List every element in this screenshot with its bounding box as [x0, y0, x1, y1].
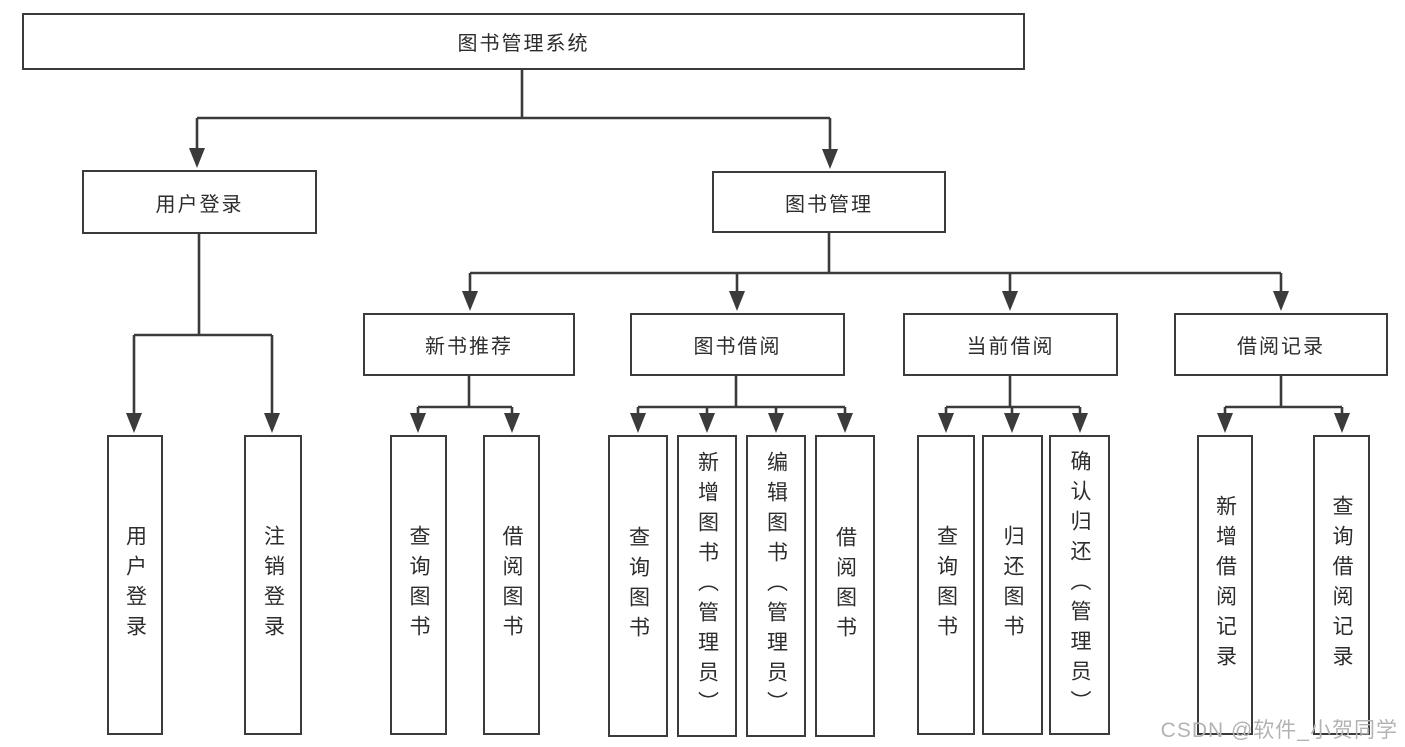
node-label: 图书管理 [785, 193, 873, 216]
node-library-management-system: 图书管理系统 [22, 13, 1025, 70]
node-label: 新增借阅记录 [1213, 495, 1237, 675]
node-label: 借阅图书 [500, 525, 523, 645]
node-label: 查询图书 [626, 526, 650, 646]
node-label: 借阅记录 [1237, 336, 1325, 358]
node-label: 确认归还（管理员） [1068, 450, 1091, 720]
node-user-login: 用户登录 [82, 170, 317, 234]
node-borrowing-records: 借阅记录 [1174, 313, 1388, 376]
node-label: 图书管理系统 [457, 33, 590, 55]
node-book-borrowing: 图书借阅 [630, 313, 845, 376]
node-current-borrowing: 当前借阅 [903, 313, 1118, 376]
csdn-watermark: CSDN @软件_小贺同学 [1160, 719, 1398, 742]
leaf-borrow-borrow-book: 借阅图书 [815, 435, 875, 737]
node-label: 查询借阅记录 [1330, 495, 1353, 675]
node-label: 用户登录 [123, 525, 147, 645]
node-label: 新增图书（管理员） [695, 451, 719, 721]
node-label: 借阅图书 [833, 526, 857, 646]
leaf-logout: 注销登录 [244, 435, 302, 735]
node-label: 新书推荐 [425, 336, 513, 358]
node-label: 注销登录 [261, 525, 285, 645]
leaf-borrow-edit-book-admin: 编辑图书（管理员） [746, 435, 806, 737]
leaf-record-add-borrow-record: 新增借阅记录 [1197, 435, 1253, 735]
node-book-management: 图书管理 [712, 171, 946, 233]
leaf-borrow-add-book-admin: 新增图书（管理员） [677, 435, 737, 737]
node-label: 编辑图书（管理员） [764, 451, 788, 721]
node-label: 当前借阅 [966, 336, 1055, 358]
leaf-newbook-borrow-book: 借阅图书 [483, 435, 540, 735]
node-label: 查询图书 [934, 525, 958, 645]
node-new-book-recommend: 新书推荐 [363, 313, 575, 376]
node-label: 图书借阅 [693, 336, 782, 358]
leaf-user-login: 用户登录 [107, 435, 163, 735]
leaf-newbook-query-book: 查询图书 [390, 435, 447, 735]
node-label: 查询图书 [407, 525, 430, 645]
node-label: 用户登录 [155, 193, 244, 216]
leaf-borrow-query-book: 查询图书 [608, 435, 668, 737]
leaf-current-query-book: 查询图书 [917, 435, 975, 735]
leaf-current-confirm-return-admin: 确认归还（管理员） [1049, 435, 1110, 735]
node-label: 归还图书 [1001, 525, 1024, 645]
leaf-record-query-borrow-record: 查询借阅记录 [1313, 435, 1370, 735]
leaf-current-return-book: 归还图书 [982, 435, 1043, 735]
